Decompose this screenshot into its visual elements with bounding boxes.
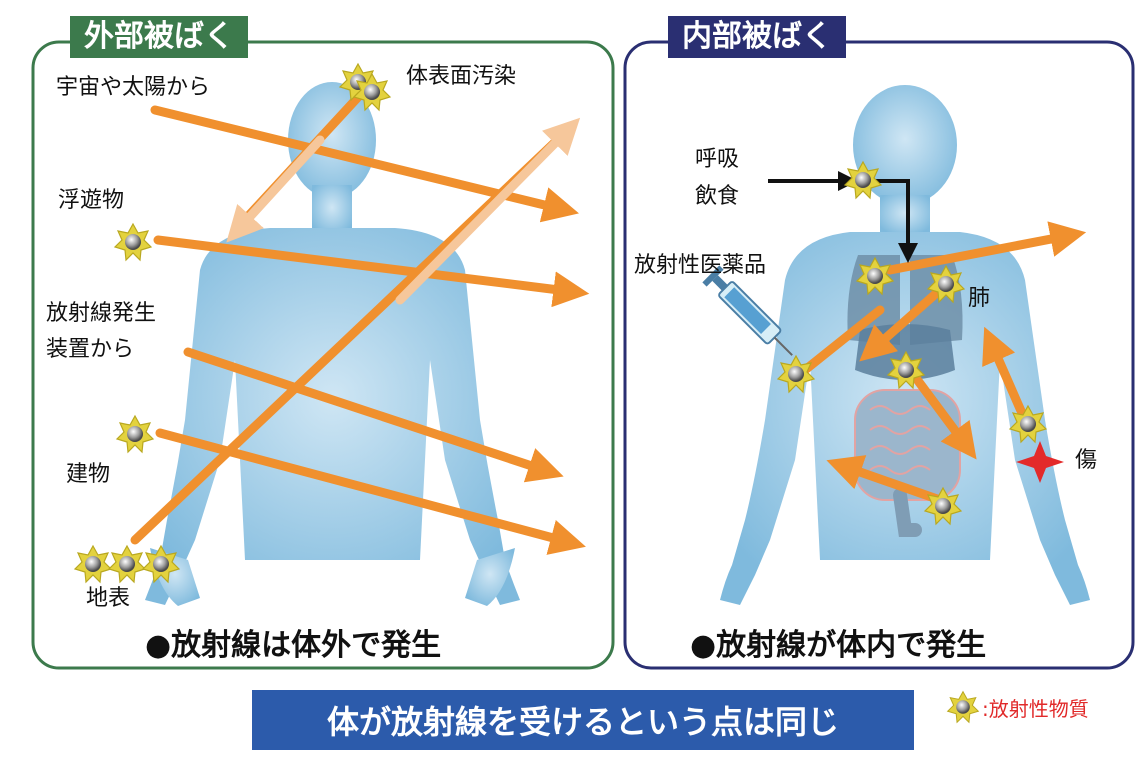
- particle-icon: [74, 545, 112, 583]
- external-exposure-tag: 外部被ばく: [70, 16, 248, 58]
- summary-banner: 体が放射線を受けるという点は同じ: [252, 690, 914, 750]
- label-eating: 飲食: [695, 184, 740, 209]
- syringe-icon: [702, 265, 793, 356]
- external-panel-frame: [31, 40, 615, 670]
- external-body-silhouette: [145, 82, 520, 606]
- particle-icon: [114, 223, 152, 261]
- particle-icon: [108, 545, 146, 583]
- arrow-device: [183, 347, 564, 483]
- arrow-airborne: [153, 235, 590, 308]
- particle-legend-icon: [946, 690, 980, 724]
- intake-arrow-down: [876, 179, 918, 263]
- label-space-sun: 宇宙や太陽から: [56, 75, 211, 100]
- wound-icon: [1016, 441, 1064, 483]
- internal-panel-frame: [623, 40, 1135, 670]
- legend: :放射性物質: [946, 690, 1089, 724]
- legend-label: :放射性物質: [982, 696, 1089, 721]
- label-device-line2: 装置から: [46, 337, 135, 362]
- internal-radiation-arrows: [800, 221, 1087, 505]
- label-lung: 肺: [968, 286, 991, 311]
- label-device-line1: 放射線発生: [46, 301, 157, 326]
- internal-conclusion: ●放射線が体内で発生: [690, 628, 987, 663]
- label-breathing: 呼吸: [695, 147, 740, 172]
- label-wound: 傷: [1075, 448, 1098, 473]
- label-ground: 地表: [86, 586, 131, 611]
- internal-exposure-tag: 内部被ばく: [668, 16, 846, 58]
- external-conclusion: ●放射線は体外で発生: [145, 628, 442, 663]
- label-building: 建物: [66, 462, 111, 487]
- label-airborne: 浮遊物: [58, 188, 125, 213]
- label-surface-contamination: 体表面汚染: [406, 64, 517, 89]
- label-pharmaceutical: 放射性医薬品: [634, 253, 767, 278]
- external-faint-arrows: [226, 117, 581, 305]
- particle-icon: [116, 415, 154, 453]
